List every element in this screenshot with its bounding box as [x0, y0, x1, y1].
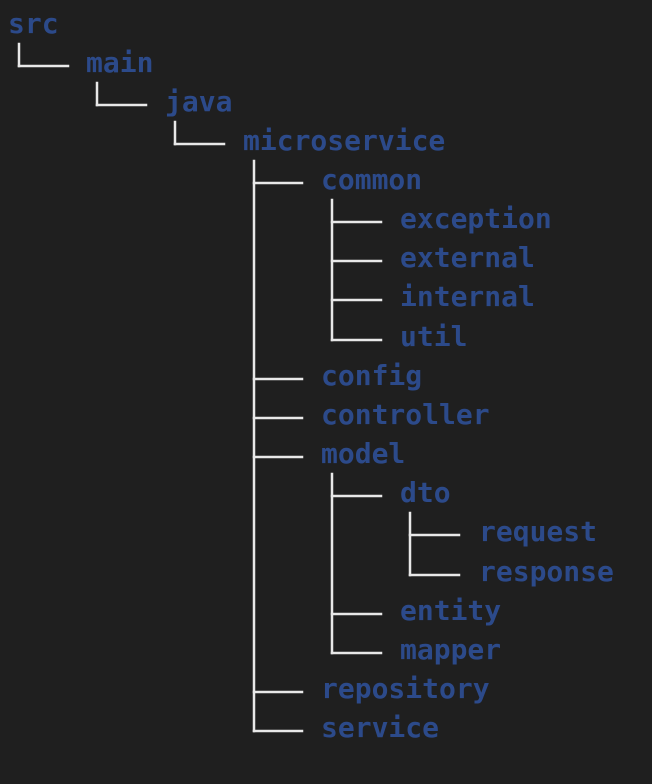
folder-external[interactable]: external [400, 241, 535, 274]
folder-src[interactable]: src [8, 7, 59, 40]
folder-service[interactable]: service [321, 711, 440, 744]
folder-config[interactable]: config [321, 359, 423, 392]
folder-model[interactable]: model [321, 437, 406, 470]
folder-controller[interactable]: controller [321, 398, 490, 431]
folder-entity[interactable]: entity [400, 594, 502, 627]
folder-microservice[interactable]: microservice [243, 124, 446, 157]
folder-util[interactable]: util [400, 320, 468, 353]
folder-exception[interactable]: exception [400, 202, 552, 235]
folder-repository[interactable]: repository [321, 672, 490, 705]
folder-internal[interactable]: internal [400, 280, 535, 313]
folder-common[interactable]: common [321, 163, 423, 196]
folder-main[interactable]: main [86, 46, 154, 79]
folder-mapper[interactable]: mapper [400, 633, 502, 666]
folder-request[interactable]: request [479, 515, 598, 548]
folder-dto[interactable]: dto [400, 476, 451, 509]
folder-response[interactable]: response [479, 555, 614, 588]
folder-java[interactable]: java [165, 85, 233, 118]
